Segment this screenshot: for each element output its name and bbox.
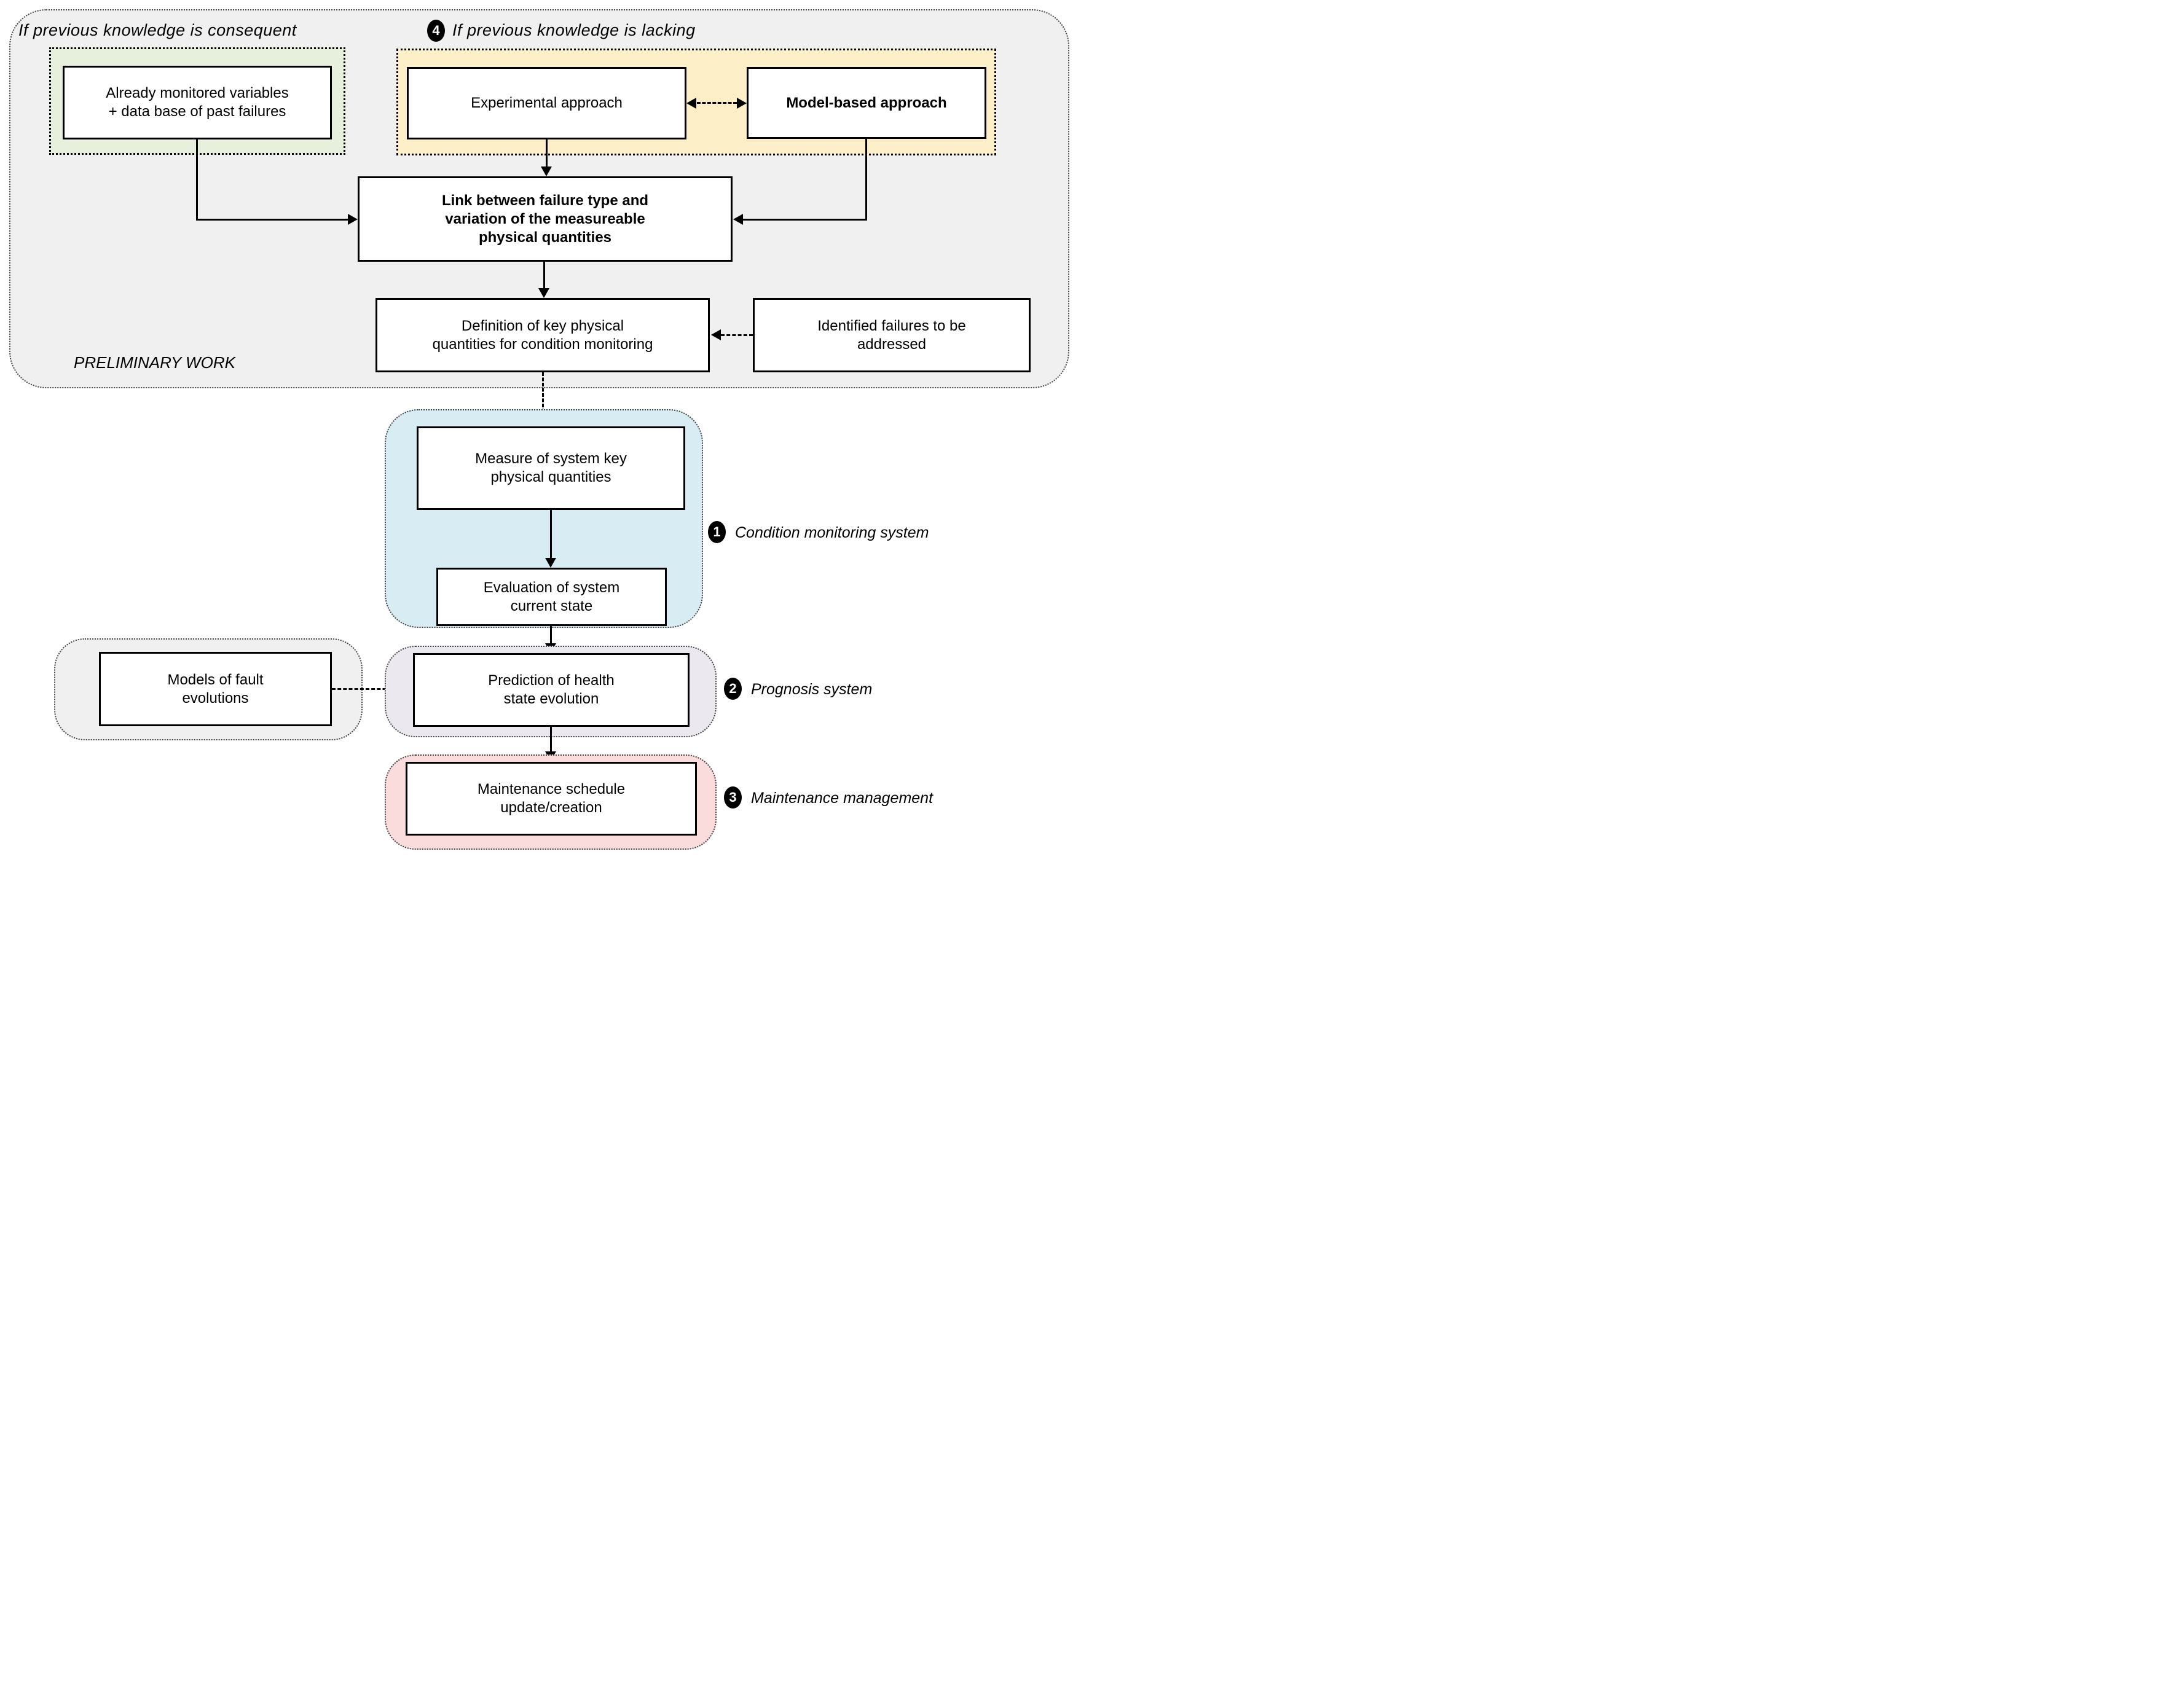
measure-box: Measure of system key physical quantitie… [417, 426, 685, 510]
connector-prediction-down [550, 727, 552, 753]
definition-box: Definition of key physical quantities fo… [375, 298, 710, 372]
connector-model-horizontal [743, 219, 867, 221]
arrowhead-to-experimental [686, 98, 696, 109]
connector-link-down [543, 262, 545, 289]
experimental-approach-box: Experimental approach [407, 67, 686, 139]
prognosis-label: Prognosis system [751, 681, 873, 698]
connector-model-vertical [865, 139, 867, 221]
connector-measure-down [550, 510, 552, 559]
connector-evaluation-down [550, 626, 552, 644]
link-failure-box: Link between failure type and variation … [358, 176, 733, 262]
arrowhead-identified-to-definition [711, 329, 721, 340]
condition-monitoring-label: Condition monitoring system [735, 524, 929, 541]
arrowhead-link-to-definition [538, 288, 549, 298]
model-based-approach-box: Model-based approach [747, 67, 986, 139]
dashed-link-approaches [697, 102, 737, 104]
flowchart-diagram: If previous knowledge is consequent 4 If… [0, 0, 1081, 854]
arrowhead-model-to-link [733, 214, 743, 225]
arrowhead-measure-to-evaluation [545, 558, 556, 568]
evaluation-box: Evaluation of system current state [436, 568, 667, 626]
badge-2: 2 [724, 678, 742, 700]
models-fault-box: Models of fault evolutions [99, 652, 332, 726]
arrowhead-experimental-to-link [541, 166, 552, 176]
connector-experimental-down [546, 139, 548, 168]
preliminary-work-label: PRELIMINARY WORK [74, 353, 235, 372]
consequent-label: If previous knowledge is consequent [18, 21, 297, 39]
connector-green-horizontal [196, 219, 348, 221]
badge-1: 1 [708, 521, 726, 543]
connector-green-vertical [196, 139, 198, 221]
dashed-models-to-prediction [332, 688, 403, 690]
dashed-identified-to-definition [721, 334, 753, 336]
dashed-definition-to-measure [542, 372, 544, 418]
badge-4: 4 [427, 20, 445, 42]
lacking-label: If previous knowledge is lacking [452, 21, 696, 39]
arrowhead-green-to-link [348, 214, 358, 225]
badge-3: 3 [724, 786, 742, 809]
identified-failures-box: Identified failures to be addressed [753, 298, 1031, 372]
prediction-box: Prediction of health state evolution [413, 653, 690, 727]
maintenance-box: Maintenance schedule update/creation [406, 762, 697, 836]
already-monitored-box: Already monitored variables + data base … [63, 66, 332, 139]
maintenance-management-label: Maintenance management [751, 789, 934, 807]
arrowhead-to-model [737, 98, 747, 109]
